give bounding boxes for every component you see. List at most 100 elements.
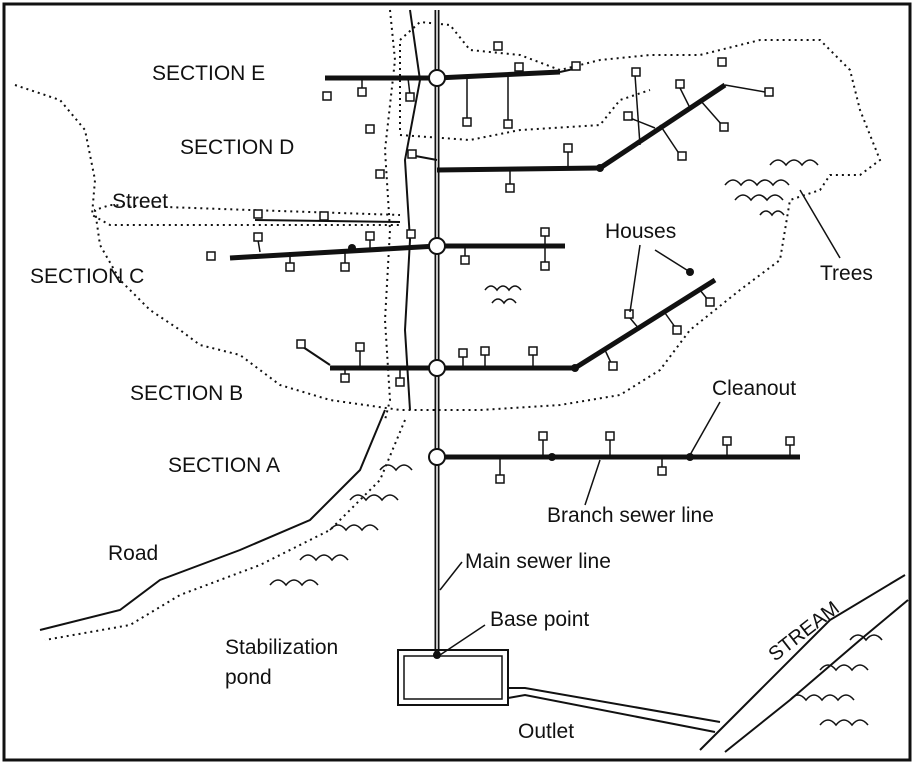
base-point-label: Base point xyxy=(490,608,589,631)
house-icon xyxy=(357,87,367,97)
cleanout-icon xyxy=(433,651,441,659)
street-vertical-road xyxy=(383,9,397,421)
house-icon xyxy=(355,342,365,352)
house-icon xyxy=(365,124,375,134)
stream-bank-2 xyxy=(724,599,909,753)
tree-icon xyxy=(724,159,819,217)
house-icon xyxy=(608,361,618,371)
stabilization-pond-label-1: Stabilization xyxy=(225,636,338,659)
section-a-label: SECTION A xyxy=(168,454,280,477)
cleanout-icon xyxy=(686,453,694,461)
cleanout-icon xyxy=(571,364,579,372)
branch-e-east xyxy=(436,69,561,81)
house-icon xyxy=(458,348,468,358)
cleanout-leader xyxy=(689,401,721,456)
house-icon xyxy=(540,227,550,237)
house-lateral xyxy=(664,312,676,328)
street-label: Street xyxy=(112,190,168,213)
house-lateral xyxy=(629,117,656,129)
tree-icon xyxy=(789,634,883,727)
house-icon xyxy=(493,41,503,51)
house-lateral xyxy=(659,124,681,156)
house-icon xyxy=(395,377,405,387)
house-lateral xyxy=(257,239,261,253)
stabilization-pond-inner xyxy=(403,655,503,700)
stabilization-pond-label-2: pond xyxy=(225,666,272,689)
house-icon xyxy=(571,61,581,71)
branch-d-main xyxy=(436,165,601,173)
cleanouts xyxy=(348,164,694,659)
house-lateral xyxy=(724,84,766,93)
house-icon xyxy=(460,255,470,265)
house-lateral xyxy=(407,77,411,96)
road-label: Road xyxy=(108,542,158,565)
house-icon xyxy=(528,346,538,356)
street-vertical-road-2 xyxy=(403,9,422,411)
house-icon xyxy=(319,211,329,221)
house-icon xyxy=(503,119,513,129)
trees-leader xyxy=(799,189,841,259)
house-icon xyxy=(505,183,515,193)
road-line xyxy=(39,409,386,631)
house-icon xyxy=(672,325,682,335)
trees-label: Trees xyxy=(820,262,873,285)
house-icon xyxy=(540,261,550,271)
house-icon xyxy=(705,297,715,307)
stream-label: STREAM xyxy=(765,597,844,666)
branch-c-thin xyxy=(254,219,401,223)
house-icon xyxy=(631,67,641,77)
house-icon xyxy=(365,231,375,241)
house-lateral xyxy=(634,74,641,146)
manhole-icon xyxy=(428,359,446,377)
branch-d-diag xyxy=(598,82,727,171)
house-icon xyxy=(538,431,548,441)
cleanout-icon xyxy=(348,244,356,252)
house-icon xyxy=(563,143,573,153)
base-point-leader xyxy=(439,624,486,656)
house-icon xyxy=(722,436,732,446)
house-icon xyxy=(340,262,350,272)
outlet-label: Outlet xyxy=(518,720,574,743)
main-line-leader xyxy=(439,561,463,591)
house-icon xyxy=(764,87,774,97)
house-icon xyxy=(253,232,263,242)
house-icon xyxy=(677,151,687,161)
branch-c-west xyxy=(229,243,438,261)
house-icon xyxy=(206,251,216,261)
house-icon xyxy=(340,373,350,383)
house-icon xyxy=(285,262,295,272)
house-icon xyxy=(623,111,633,121)
houses-leader-2 xyxy=(654,249,691,273)
main-sewer-line-label: Main sewer line xyxy=(465,550,611,573)
cleanout-icon xyxy=(548,453,556,461)
house-icon xyxy=(514,62,524,72)
house-icon xyxy=(462,117,472,127)
house-lateral xyxy=(699,99,723,126)
manholes xyxy=(428,69,446,466)
houses-label: Houses xyxy=(605,220,676,243)
house-icon xyxy=(624,309,634,319)
house-icon xyxy=(675,79,685,89)
manhole-icon xyxy=(428,69,446,87)
houses-leader-1 xyxy=(629,244,641,313)
house-icon xyxy=(322,91,332,101)
house-icon xyxy=(495,474,505,484)
branch-sewer-line-label: Branch sewer line xyxy=(547,504,714,527)
house-icon xyxy=(657,466,667,476)
manhole-icon xyxy=(428,448,446,466)
outlet-pipe-2 xyxy=(507,693,716,733)
houses xyxy=(206,41,795,484)
outlet-pipe xyxy=(508,687,721,723)
stabilization-pond xyxy=(397,649,509,706)
section-e-label: SECTION E xyxy=(152,62,265,85)
house-icon xyxy=(375,169,385,179)
tree-clusters xyxy=(269,159,883,727)
house-icon xyxy=(296,339,306,349)
cleanout-icon xyxy=(596,164,604,172)
house-lateral xyxy=(629,317,641,331)
manhole-icon xyxy=(428,237,446,255)
house-icon xyxy=(253,209,263,219)
house-icon xyxy=(480,346,490,356)
